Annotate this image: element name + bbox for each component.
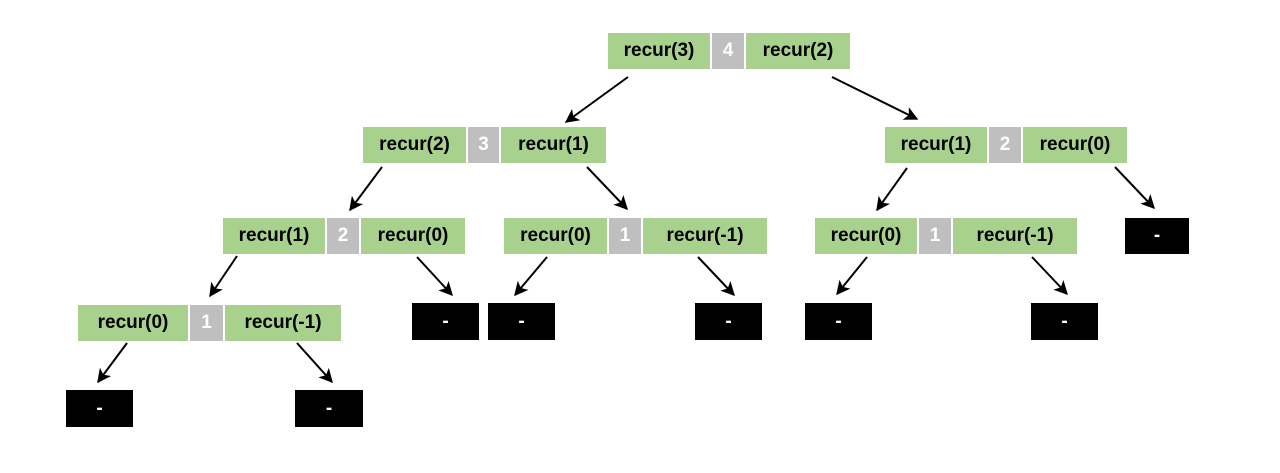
edge-root-l2-left (564, 76, 629, 123)
tree-node-l4-left: recur(0) 1 recur(-1) (78, 305, 341, 341)
tree-node-l3-right: recur(0) 1 recur(-1) (815, 218, 1077, 254)
count-cell: 1 (919, 218, 951, 254)
count-cell: 2 (989, 127, 1021, 163)
edge-l3mid-leaf2 (697, 256, 735, 297)
tree-node-l3-left: recur(1) 2 recur(0) (223, 218, 465, 254)
leaf-node: - (295, 390, 363, 427)
call-cell-right: recur(0) (1023, 127, 1127, 163)
leaf-node: - (1031, 303, 1098, 340)
count-cell: 2 (327, 218, 359, 254)
edge-l2left-l3mid (586, 166, 628, 211)
edge-l2right-l3right (876, 167, 908, 212)
tree-node-l2-right: recur(1) 2 recur(0) (885, 127, 1127, 163)
leaf-node: - (1125, 218, 1189, 254)
call-cell-left: recur(1) (885, 127, 987, 163)
edge-l4left-leaf7 (296, 342, 333, 384)
count-cell: 1 (609, 218, 641, 254)
call-cell-left: recur(2) (363, 127, 466, 163)
tree-node-l3-mid: recur(0) 1 recur(-1) (504, 218, 767, 254)
count-cell: 4 (712, 33, 744, 69)
call-cell-right: recur(-1) (953, 218, 1077, 254)
leaf-node: - (488, 303, 555, 340)
count-cell: 3 (468, 127, 499, 163)
leaf-node: - (695, 303, 762, 340)
edge-l3left-l4left (209, 255, 238, 298)
edge-l4left-leaf6 (97, 342, 128, 384)
edge-l2right-leaf5 (1114, 166, 1155, 210)
call-cell-right: recur(0) (361, 218, 465, 254)
call-cell-right: recur(1) (501, 127, 606, 163)
call-cell-right: recur(-1) (643, 218, 767, 254)
call-cell-left: recur(0) (78, 305, 188, 341)
edge-l3left-leaf0 (416, 256, 453, 297)
call-cell-left: recur(3) (608, 33, 710, 69)
tree-node-root: recur(3) 4 recur(2) (608, 33, 850, 69)
edge-l3mid-leaf1 (514, 256, 548, 297)
leaf-node: - (66, 390, 133, 427)
tree-node-l2-left: recur(2) 3 recur(1) (363, 127, 606, 163)
edge-l3right-leaf4 (1031, 256, 1068, 296)
call-cell-left: recur(0) (504, 218, 607, 254)
edge-root-l2-right (831, 76, 919, 120)
call-cell-left: recur(0) (815, 218, 917, 254)
call-cell-right: recur(-1) (225, 305, 341, 341)
call-cell-right: recur(2) (746, 33, 850, 69)
call-cell-left: recur(1) (223, 218, 325, 254)
leaf-node: - (805, 303, 872, 340)
leaf-node: - (412, 303, 479, 340)
edge-l3right-leaf3 (836, 256, 868, 296)
edge-l2left-l3left (349, 166, 383, 212)
count-cell: 1 (190, 305, 223, 341)
